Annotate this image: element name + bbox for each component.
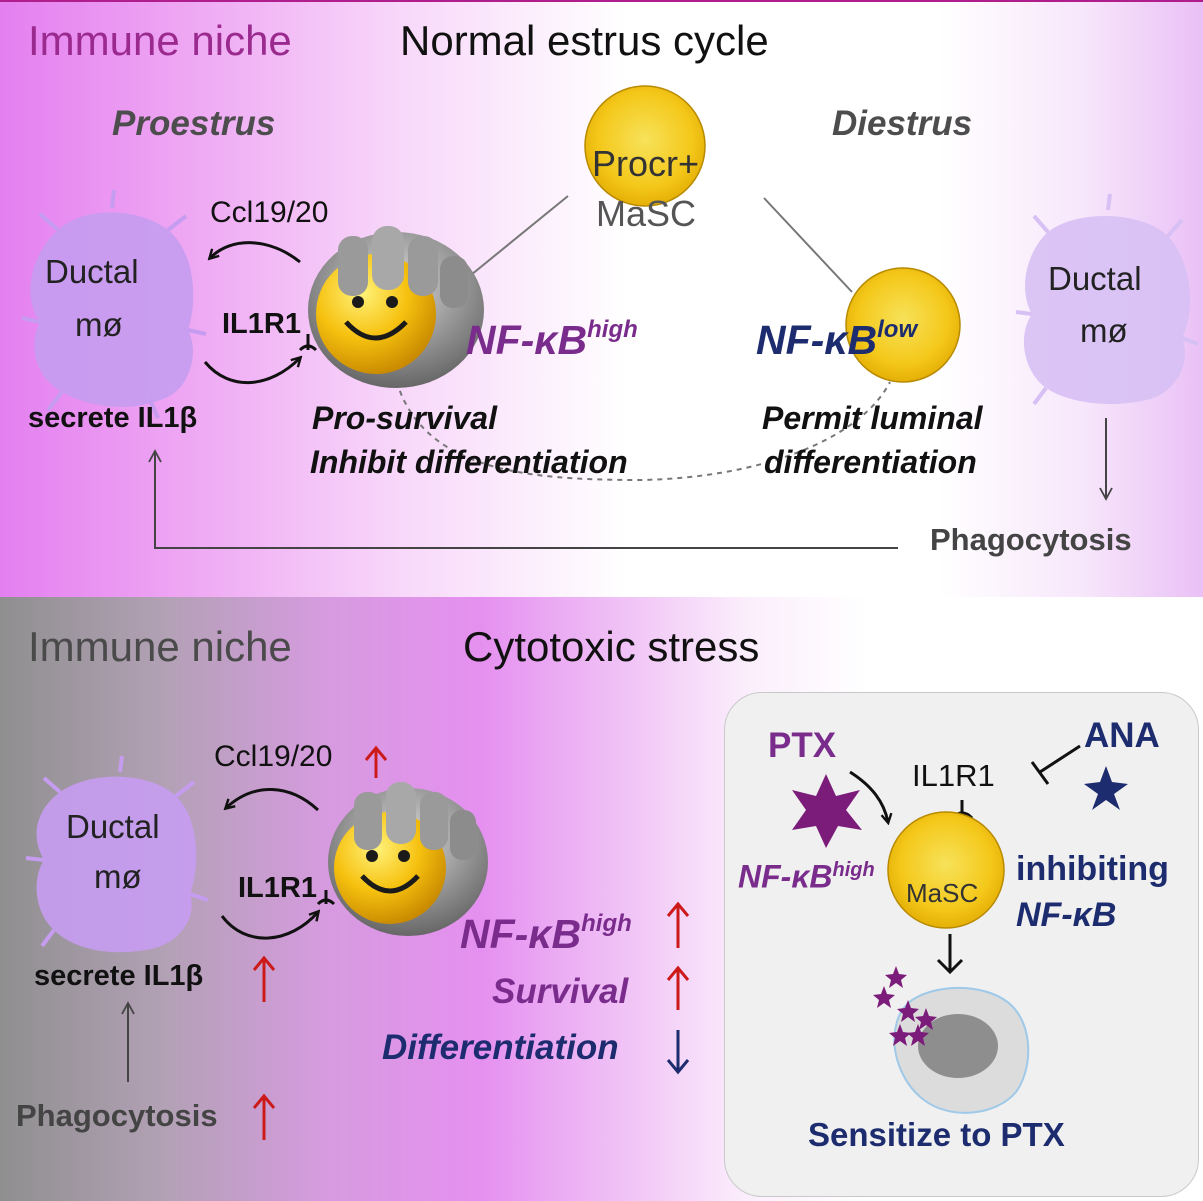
lineage-line-left [454, 195, 569, 289]
bottom-niche-title: Immune niche [28, 623, 292, 670]
stem-cell-icon [887, 811, 1005, 929]
secrete-il1b-label-bottom: secrete IL1β [34, 960, 204, 992]
nfkb-high-sup: high [587, 316, 638, 343]
masc-label-masc: MaSC [596, 193, 697, 234]
macrophage-cell-icon [21, 189, 207, 419]
inhibition-arrow-icon [298, 334, 318, 352]
drug-star-icon [792, 774, 862, 848]
outcome-label: Sensitize to PTX [808, 1116, 1065, 1153]
effect-right-line2: differentiation [764, 444, 977, 480]
chemokine-label: Ccl19/20 [210, 196, 329, 229]
macrophage-bottom-label-1: Ductal [66, 808, 160, 845]
nfkb-low-label: NF-κBlow [756, 317, 917, 363]
drug-ana-label: ANA [1084, 716, 1160, 755]
feedback-arrow [148, 449, 898, 549]
receptor-label: IL1R1 [222, 308, 301, 340]
nfkb-high-main: NF-κB [466, 317, 588, 363]
drug-ptx-label: PTX [768, 726, 837, 765]
normal-estrus-panel [0, 0, 1203, 597]
phase-proestrus: Proestrus [112, 104, 276, 143]
differentiation-text: Differentiation [382, 1028, 619, 1067]
phagocytosis-label-bottom: Phagocytosis [16, 1098, 218, 1133]
masc-label-box: MaSC [906, 878, 979, 908]
nfkb-box-main: NF-κB [738, 858, 833, 895]
effect-left-line1: Pro-survival [312, 400, 497, 436]
stress-ball-icon [328, 782, 488, 936]
stem-cell-icon [584, 85, 706, 207]
inhibiting-label-1: inhibiting [1016, 850, 1169, 888]
survival-label: Survival [492, 974, 628, 1009]
effect-left-line2: Inhibit differentiation [310, 444, 628, 480]
il1b-arrow [203, 358, 300, 384]
differentiation-label: Differentiation [382, 1030, 619, 1065]
masc-label-procr: Procr+ [592, 143, 700, 184]
chemokine-arrow [226, 788, 320, 812]
cycle-dashed-arc [391, 361, 891, 482]
drug-star-icon [873, 966, 937, 1046]
top-niche-title: Immune niche [28, 17, 292, 64]
lineage-line-right [763, 197, 853, 293]
nfkb-high-label-bottom: NF-κBhigh [460, 911, 632, 957]
stem-cell-icon [845, 267, 961, 383]
effect-right-line1: Permit luminal [762, 400, 983, 436]
phagocytosis-label: Phagocytosis [930, 522, 1132, 557]
nfkb-high-label: NF-κBhigh [466, 317, 638, 363]
receptor-label-bottom: IL1R1 [238, 872, 317, 904]
increase-arrow-icon [252, 745, 690, 1140]
inhibition-arrow-icon [1030, 744, 1081, 785]
inhibiting-label-2: NF-κB [1016, 896, 1117, 934]
dying-cell-icon [893, 986, 1030, 1114]
bottom-condition-title: Cytotoxic stress [463, 623, 760, 670]
survival-text: Survival [492, 972, 629, 1011]
macrophage-cell-icon [25, 755, 209, 953]
drug-star-icon [1084, 766, 1128, 810]
decrease-arrow-icon [666, 1030, 690, 1075]
phase-diestrus: Diestrus [832, 104, 973, 143]
macrophage-left-label-1: Ductal [45, 253, 139, 290]
nfkb-bottom-main: NF-κB [460, 911, 582, 957]
nfkb-bottom-sup: high [581, 910, 632, 937]
top-condition-title: Normal estrus cycle [400, 17, 769, 64]
nfkb-high-label-box: NF-κBhigh [738, 860, 875, 893]
il1b-arrow [220, 912, 318, 940]
nfkb-low-main: NF-κB [756, 317, 878, 363]
macrophage-cell-icon [1015, 193, 1199, 406]
receptor-label-box: IL1R1 [912, 758, 995, 793]
secrete-il1b-label: secrete IL1β [28, 402, 198, 434]
chemokine-arrow [210, 241, 301, 264]
inhibition-arrow-icon [316, 890, 336, 906]
stress-ball-icon [308, 226, 484, 388]
chemokine-label-bottom: Ccl19/20 [214, 740, 333, 773]
macrophage-right-label-1: Ductal [1048, 260, 1142, 297]
drug-arrow [849, 770, 888, 822]
outcome-arrow [936, 934, 964, 975]
nfkb-low-sup: low [877, 316, 918, 343]
nfkb-box-sup: high [832, 859, 875, 881]
macrophage-right-label-2: mø [1080, 312, 1128, 349]
macrophage-left-label-2: mø [75, 306, 123, 343]
macrophage-bottom-label-2: mø [94, 858, 142, 895]
